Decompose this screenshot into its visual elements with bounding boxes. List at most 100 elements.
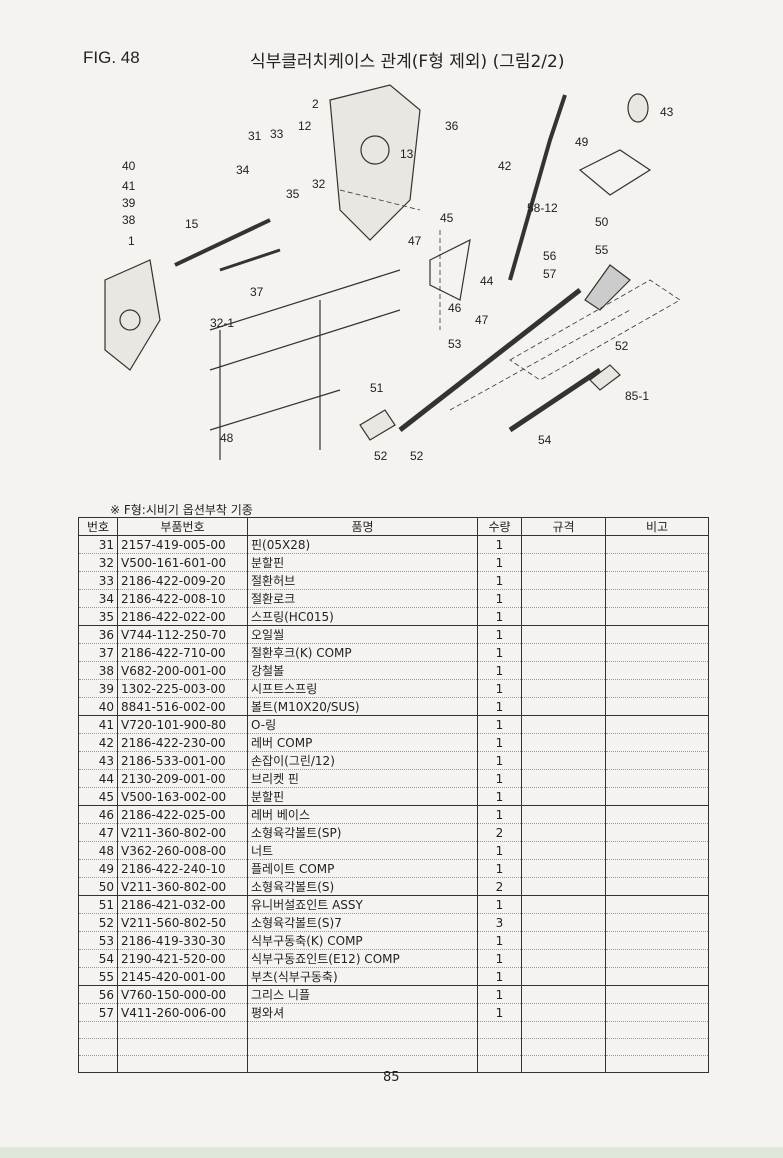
cell-no: 49 bbox=[78, 859, 118, 878]
callout-54: 54 bbox=[538, 433, 552, 447]
cell-spec bbox=[521, 715, 606, 734]
cell-name: 스프링(HC015) bbox=[247, 607, 478, 626]
cell-qty: 1 bbox=[477, 553, 522, 572]
cell-remark bbox=[605, 895, 709, 914]
cell-remark bbox=[605, 949, 709, 968]
scan-edge bbox=[0, 1147, 783, 1158]
callout-43: 43 bbox=[660, 105, 674, 119]
empty-row bbox=[78, 1055, 709, 1073]
cell-no: 52 bbox=[78, 913, 118, 932]
cell-part: 2186-422-230-00 bbox=[117, 733, 248, 752]
page-title: 식부클러치케이스 관계(F형 제외) (그림2/2) bbox=[250, 52, 565, 72]
cell-qty bbox=[477, 1055, 522, 1073]
cell-part: 2190-421-520-00 bbox=[117, 949, 248, 968]
callout-57: 57 bbox=[543, 267, 557, 281]
cell-part: 1302-225-003-00 bbox=[117, 679, 248, 698]
cell-part: V211-560-802-50 bbox=[117, 913, 248, 932]
cell-spec bbox=[521, 805, 606, 824]
cell-remark bbox=[605, 859, 709, 878]
cell-part: 2186-421-032-00 bbox=[117, 895, 248, 914]
empty-row bbox=[78, 1038, 709, 1056]
cell-no: 44 bbox=[78, 769, 118, 788]
cell-remark bbox=[605, 1055, 709, 1073]
cell-part: 2186-422-022-00 bbox=[117, 607, 248, 626]
cell-part: 2186-422-008-10 bbox=[117, 589, 248, 608]
cell-part: 2186-419-330-30 bbox=[117, 931, 248, 950]
callout-55: 55 bbox=[595, 243, 609, 257]
cell-no: 53 bbox=[78, 931, 118, 950]
callout-37: 37 bbox=[250, 285, 264, 299]
cell-part: V760-150-000-00 bbox=[117, 985, 248, 1004]
cell-qty: 1 bbox=[477, 697, 522, 716]
cell-name: 레버 COMP bbox=[247, 733, 478, 752]
cell-part: 2130-209-001-00 bbox=[117, 769, 248, 788]
cell-qty: 1 bbox=[477, 895, 522, 914]
callout-31: 31 bbox=[248, 129, 262, 143]
header-quantity: 수량 bbox=[477, 517, 522, 536]
cell-spec bbox=[521, 985, 606, 1004]
cell-name: 절환허브 bbox=[247, 571, 478, 590]
header-part-number: 부품번호 bbox=[117, 517, 248, 536]
cell-name: 브리켓 핀 bbox=[247, 769, 478, 788]
cell-qty bbox=[477, 1021, 522, 1039]
cell-remark bbox=[605, 1038, 709, 1056]
cell-no: 34 bbox=[78, 589, 118, 608]
cell-name: 플레이트 COMP bbox=[247, 859, 478, 878]
cell-qty: 1 bbox=[477, 949, 522, 968]
cell-remark bbox=[605, 643, 709, 662]
callout-51: 51 bbox=[370, 381, 384, 395]
cell-no: 38 bbox=[78, 661, 118, 680]
cell-part: 2186-533-001-00 bbox=[117, 751, 248, 770]
cell-name: 부츠(식부구동축) bbox=[247, 967, 478, 986]
cell-remark bbox=[605, 607, 709, 626]
cell-remark bbox=[605, 535, 709, 554]
cell-part: V720-101-900-80 bbox=[117, 715, 248, 734]
callout-44: 44 bbox=[480, 274, 494, 288]
cell-no bbox=[78, 1021, 118, 1039]
cell-qty: 1 bbox=[477, 931, 522, 950]
cell-remark bbox=[605, 697, 709, 716]
cell-name: 평와셔 bbox=[247, 1003, 478, 1022]
cell-no: 41 bbox=[78, 715, 118, 734]
callout-47a: 47 bbox=[408, 234, 422, 248]
callout-34: 34 bbox=[236, 163, 250, 177]
callout-36: 36 bbox=[445, 119, 459, 133]
cell-name bbox=[247, 1055, 478, 1073]
cell-qty: 1 bbox=[477, 661, 522, 680]
callout-50: 50 bbox=[595, 215, 609, 229]
cell-spec bbox=[521, 697, 606, 716]
cell-no: 35 bbox=[78, 607, 118, 626]
table-header-row: 번호 부품번호 품명 수량 규격 비고 bbox=[78, 517, 709, 536]
exploded-parts-diagram: 2 31 33 12 36 13 40 41 39 38 34 35 32 15… bbox=[104, 84, 681, 463]
cell-qty: 2 bbox=[477, 823, 522, 842]
cell-no: 31 bbox=[78, 535, 118, 554]
cell-name: 강철볼 bbox=[247, 661, 478, 680]
cell-name: 식부구동죠인트(E12) COMP bbox=[247, 949, 478, 968]
cell-no bbox=[78, 1038, 118, 1056]
callout-13: 13 bbox=[400, 147, 414, 161]
callout-42: 42 bbox=[498, 159, 512, 173]
cell-part: 2186-422-710-00 bbox=[117, 643, 248, 662]
callout-15: 15 bbox=[185, 217, 199, 231]
cell-name: O-링 bbox=[247, 715, 478, 734]
cell-part bbox=[117, 1055, 248, 1073]
callout-33: 33 bbox=[270, 127, 284, 141]
callout-40: 40 bbox=[122, 159, 136, 173]
cell-no: 57 bbox=[78, 1003, 118, 1022]
cell-qty: 1 bbox=[477, 733, 522, 752]
cell-name: 손잡이(그린/12) bbox=[247, 751, 478, 770]
cell-part: V500-161-601-00 bbox=[117, 553, 248, 572]
cell-name: 소형육각볼트(S)7 bbox=[247, 913, 478, 932]
cell-remark bbox=[605, 661, 709, 680]
callout-38: 38 bbox=[122, 213, 136, 227]
cell-qty: 1 bbox=[477, 967, 522, 986]
cell-spec bbox=[521, 589, 606, 608]
